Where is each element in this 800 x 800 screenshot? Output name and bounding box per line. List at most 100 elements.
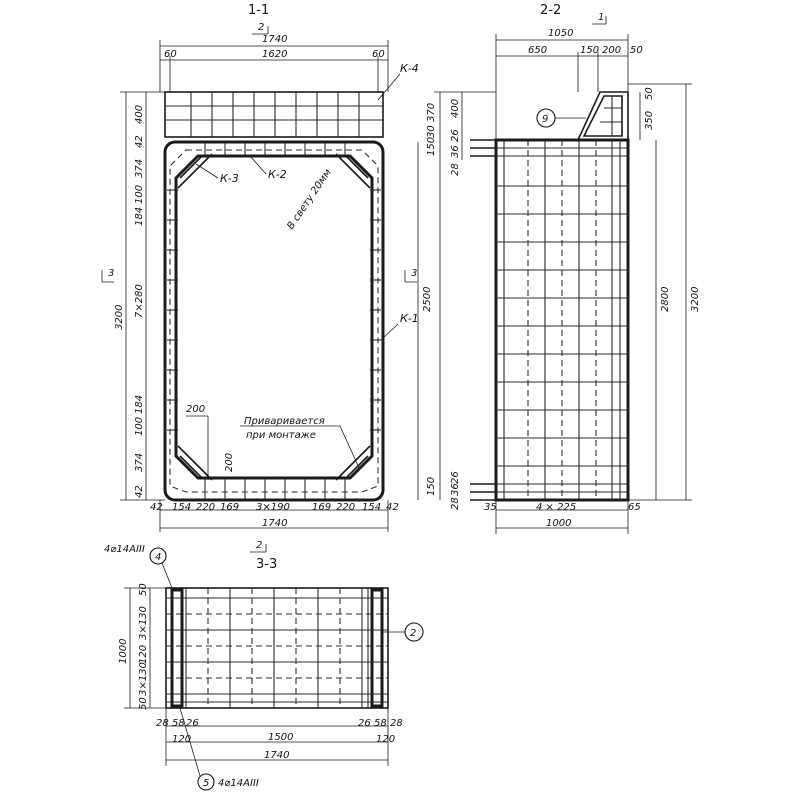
leader-4	[161, 562, 173, 589]
section-1-1-cut-mark: 2	[258, 22, 264, 33]
dim-154-l: 154	[172, 502, 191, 513]
dim-7x280: 7×280	[134, 284, 145, 318]
dim-1740-bottom: 1740	[262, 518, 287, 529]
dim-220-l: 220	[196, 502, 215, 513]
weld-note-leader	[339, 425, 361, 471]
mesh-k4-grid	[165, 92, 383, 137]
dim-1740-top: 1740	[262, 34, 287, 45]
dim-650: 650	[528, 45, 547, 56]
haunch-bars-top	[177, 153, 371, 189]
section-2-2: 2-2 1 1050 650 150 200 50 9	[426, 3, 701, 534]
cut-mark-symbol	[252, 26, 269, 35]
dim-58-l: 58	[172, 718, 185, 729]
leader-k2	[249, 155, 267, 175]
dim-30: 30	[426, 125, 437, 138]
dim-374-b: 374	[134, 453, 145, 472]
slab-stub-bottom	[470, 483, 496, 501]
marker-4	[149, 547, 167, 565]
dim-120-33: 120	[138, 645, 149, 664]
marker-5-text: 5	[203, 778, 209, 789]
dim-1000-33: 1000	[118, 639, 129, 664]
dim-1500: 1500	[268, 732, 293, 743]
marker-5	[197, 773, 215, 791]
dim-150: 150	[580, 45, 599, 56]
dim-42-bl: 42	[150, 502, 163, 513]
plan-vertical-bars	[185, 588, 369, 708]
dim-42: 42	[134, 135, 145, 148]
marker-2-text: 2	[410, 628, 416, 639]
weld-note-line1: Приваривается	[244, 416, 325, 427]
dim-26-bottom: 26	[450, 471, 461, 484]
dim-4x225: 4 × 225	[536, 502, 576, 513]
leader-k3	[195, 163, 219, 179]
leader-k4	[377, 73, 401, 101]
label-k3: К-3	[220, 172, 239, 185]
dim-184: 184	[134, 207, 145, 226]
label-k2: К-2	[268, 168, 287, 181]
dim-58-r: 58	[374, 718, 387, 729]
dim-1000: 1000	[546, 518, 571, 529]
marker-4-text: 4	[155, 552, 161, 563]
leader-5	[179, 707, 201, 777]
dim-184-b: 184	[134, 395, 145, 414]
plan-horizontal-bars	[166, 597, 388, 703]
dim-3200-left: 3200	[114, 305, 125, 330]
dim-28-bottom: 28	[450, 497, 461, 510]
section-2-2-title: 2-2	[540, 3, 561, 18]
dim-200-haunch-b: 200	[224, 453, 235, 472]
dim-150-bottom: 150	[426, 477, 437, 496]
bar-callout-4: 4⌀14АIII	[104, 544, 145, 555]
dim-50-right: 50	[644, 87, 655, 100]
dim-169-l: 169	[220, 502, 239, 513]
section-1-1-title: 1-1	[248, 3, 269, 18]
dim-26-r: 26	[358, 718, 371, 729]
slab-stirrups-top	[204, 143, 346, 156]
dim-50-bottom-33: 50	[138, 697, 149, 710]
cut-3-right: 3	[411, 268, 417, 279]
dim-42-b: 42	[134, 485, 145, 498]
section-3-3-title: 3-3	[256, 557, 277, 572]
haunch-bars-bottom	[177, 445, 371, 481]
weld-note-line2: при монтаже	[246, 430, 316, 441]
dim-169-r: 169	[312, 502, 331, 513]
dim-3x130-top: 3×130	[138, 606, 149, 640]
dim-60-left: 60	[164, 49, 177, 60]
dim-1740-33: 1740	[264, 750, 289, 761]
dim-42-br: 42	[386, 502, 399, 513]
box-inner-opening	[174, 154, 374, 480]
bar-callout-5: 4⌀14АIII	[218, 778, 259, 789]
dim-28-r: 28	[390, 718, 403, 729]
marker-9-text: 9	[542, 114, 548, 125]
dim-400-22: 400	[450, 99, 461, 118]
dim-120-br: 120	[376, 734, 395, 745]
dim-120-bl: 120	[172, 734, 191, 745]
dim-200: 200	[602, 45, 621, 56]
dim-100: 100	[134, 185, 145, 204]
section-3-3: 2 3-3 4⌀14АIII 4	[104, 540, 424, 791]
dim-370: 370	[426, 103, 437, 122]
cut-3-right-symbol	[404, 270, 417, 283]
slab-stub-top	[470, 139, 496, 157]
dim-50: 50	[630, 45, 643, 56]
slab-stirrups-bottom	[204, 478, 346, 499]
dim-154-r: 154	[362, 502, 381, 513]
dim-350: 350	[644, 111, 655, 130]
mesh-k4-frame	[164, 91, 384, 138]
dim-200-haunch-a: 200	[186, 404, 205, 415]
wall-stirrups-left	[167, 189, 178, 431]
slab-top-profile	[496, 91, 629, 141]
dim-3200-right: 3200	[690, 287, 701, 312]
cage-k1-outline	[169, 149, 379, 493]
cut-mark-symbol	[250, 544, 267, 553]
dim-400: 400	[134, 105, 145, 124]
dim-chain-left: 400 42 374 100 184 7×280 184 100 374 42	[134, 105, 145, 498]
dim-65: 65	[628, 502, 641, 513]
dim-chain-bottom: 42 154 220 169 3×190 169 220 154 42	[150, 502, 399, 513]
dim-100-b: 100	[134, 417, 145, 436]
section-1-1: 1-1 2 1740 60 1620 60 К-4	[101, 3, 433, 532]
section-2-2-cut-mark: 1	[598, 12, 604, 23]
dim-2800: 2800	[660, 287, 671, 312]
plan-wall-right	[370, 588, 384, 708]
dim-3x190: 3×190	[256, 502, 290, 513]
